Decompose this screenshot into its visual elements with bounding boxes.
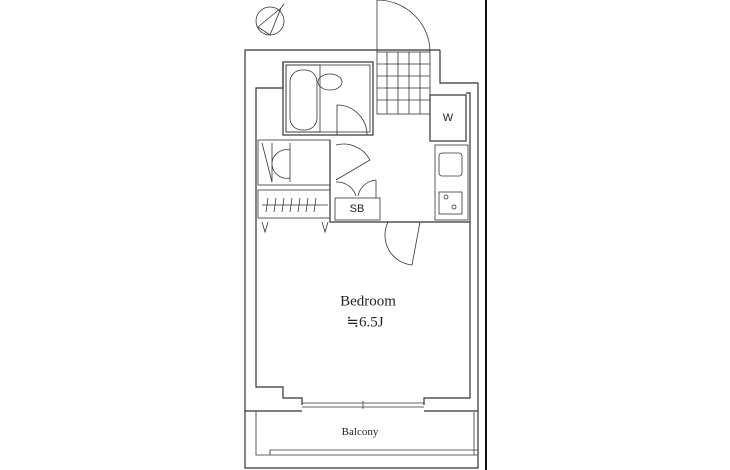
bathroom (282, 61, 374, 136)
outer-wall (244, 49, 479, 469)
bedroom-size: ≒6.5J (346, 314, 384, 331)
entrance-tiles (376, 0, 431, 115)
kitchen (434, 144, 469, 221)
bedroom-door (384, 221, 421, 266)
window (302, 401, 424, 409)
balcony (245, 410, 478, 456)
balcony-label: Balcony (341, 426, 379, 438)
washer-space (429, 94, 467, 142)
shoe-box (334, 179, 381, 221)
shoe-box-label: SB (349, 203, 365, 215)
toilet-room (257, 139, 371, 186)
washer-label: W (442, 112, 454, 124)
bedroom-label: Bedroom (340, 293, 396, 310)
hall-wall (329, 140, 470, 223)
compass-icon (255, 3, 285, 36)
outer-wall-inner (255, 62, 471, 405)
closet (257, 189, 331, 234)
